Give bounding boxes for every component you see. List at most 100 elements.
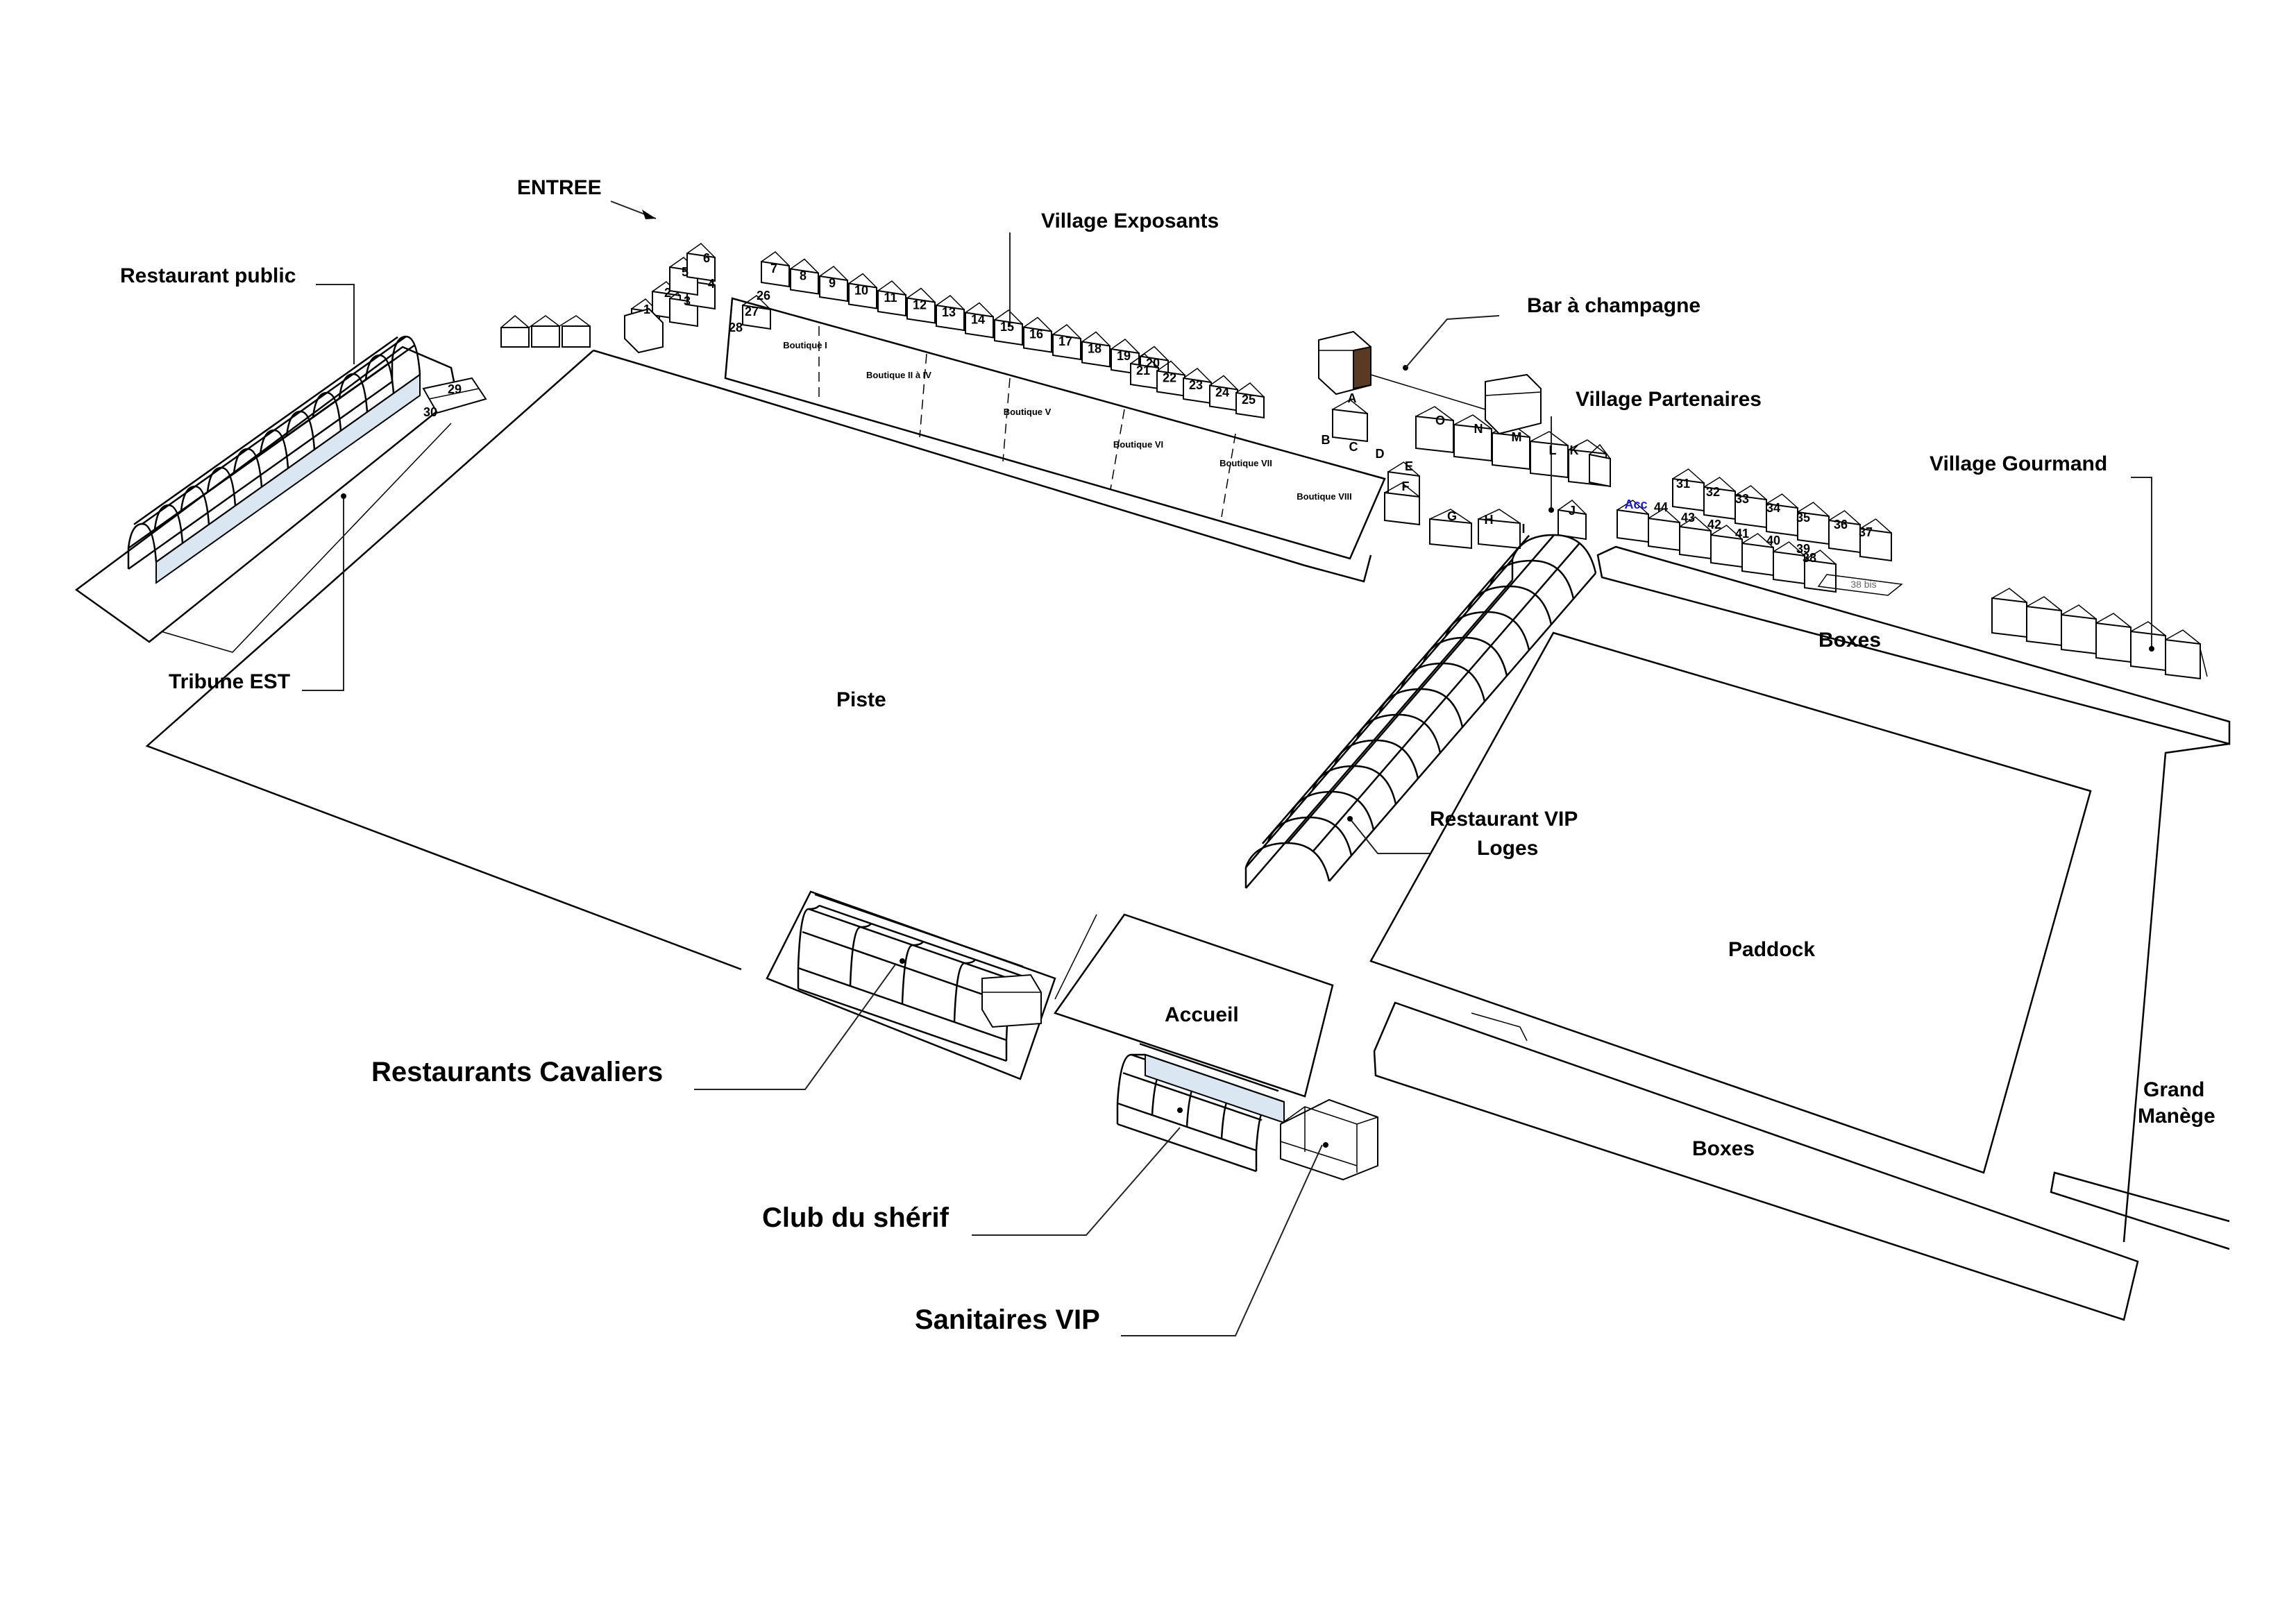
- stand-number: I: [1521, 522, 1525, 536]
- booth: [742, 295, 771, 330]
- village-partenaires-label: Village Partenaires: [1576, 388, 1762, 411]
- booth: [1672, 468, 1705, 512]
- stand-number: 29: [448, 382, 462, 396]
- boutique-label: Boutique VIII: [1297, 491, 1351, 502]
- stand-number: L: [1549, 443, 1557, 457]
- stand-number: 2: [664, 286, 671, 300]
- village-gourmand-label: Village Gourmand: [1930, 452, 2107, 475]
- restaurant-vip-label: Restaurant VIP: [1430, 808, 1578, 831]
- booth: [906, 287, 936, 324]
- club-sherif-label: Club du shérif: [762, 1203, 949, 1233]
- stand-number: 33: [1735, 492, 1749, 506]
- stand-number: 32: [1706, 485, 1720, 499]
- stand-number: 8: [800, 269, 807, 283]
- restaurant-public-label: Restaurant public: [120, 264, 296, 287]
- stand-number: 38: [1803, 551, 1816, 565]
- exposant-booths: [761, 251, 1265, 419]
- stand-number: 3: [684, 294, 691, 308]
- stand-number: 12: [913, 298, 927, 312]
- stand-number: 10: [854, 284, 868, 298]
- stand-number: E: [1405, 459, 1413, 473]
- booth: [965, 302, 994, 339]
- stand-number: 22: [1163, 371, 1176, 385]
- booth: [994, 309, 1023, 346]
- stand-number: Acc: [1624, 498, 1647, 511]
- misc-booths: [422, 295, 771, 414]
- tribune-est-label: Tribune EST: [169, 670, 290, 693]
- stand-number: 1: [643, 303, 650, 316]
- gourmand-booths: [1617, 468, 1903, 596]
- booth: [848, 273, 877, 309]
- restaurants-cavaliers-label: Restaurants Cavaliers: [371, 1057, 663, 1087]
- booth: [1589, 443, 1611, 488]
- stand-number: K: [1570, 443, 1579, 457]
- paddock-label: Paddock: [1728, 938, 1815, 961]
- stand-number: 35: [1796, 511, 1810, 525]
- stand-number: 5: [682, 265, 689, 279]
- booth: [1478, 509, 1521, 550]
- stand-number: 4: [708, 277, 715, 291]
- booth: [1453, 414, 1492, 462]
- stand-number: 16: [1029, 328, 1043, 341]
- stand-number: O: [1435, 414, 1445, 427]
- booth: [1804, 550, 1837, 593]
- stand-number: 21: [1136, 364, 1150, 377]
- village-exposants-label: Village Exposants: [1041, 210, 1219, 232]
- stand-number: 28: [729, 321, 743, 334]
- bar-champagne-label: Bar à champagne: [1527, 294, 1700, 317]
- boxes-bottom-area: [1373, 1001, 2139, 1321]
- booth: [1052, 324, 1081, 361]
- sanitaires-vip-label: Sanitaires VIP: [915, 1305, 1100, 1335]
- loges-label: Loges: [1477, 837, 1538, 860]
- booth: [819, 266, 848, 303]
- stand-number: 42: [1707, 518, 1721, 532]
- booth: [2165, 629, 2201, 680]
- stand-number: 7: [770, 262, 777, 275]
- bar-champagne-kiosks: [1318, 330, 1542, 435]
- boutique-block: [724, 297, 1386, 560]
- tribune-sheds: [500, 315, 591, 348]
- stand-number: 18: [1088, 342, 1101, 356]
- accueil-area: [1054, 913, 1334, 1098]
- stand-number: 26: [757, 289, 770, 303]
- stand-number: 27: [745, 305, 759, 318]
- booth: [936, 295, 965, 332]
- boutique-label: Boutique I: [783, 340, 827, 350]
- booth: [686, 243, 716, 282]
- booth: [1991, 588, 2027, 638]
- stand-number: 44: [1654, 500, 1668, 514]
- booth: [2095, 613, 2132, 663]
- boxes-top-label: Boxes: [1818, 629, 1881, 652]
- stand-number: 13: [942, 305, 956, 319]
- stand-number: C: [1349, 440, 1358, 454]
- stand-number: 36: [1834, 518, 1848, 532]
- booth: [877, 280, 906, 317]
- stand-number: 11: [884, 291, 897, 305]
- stand-number: 14: [971, 313, 985, 327]
- stand-number: 6: [703, 251, 710, 265]
- stand-number: 43: [1681, 511, 1695, 525]
- stand-number: 15: [1000, 320, 1014, 334]
- stand-number: M: [1512, 430, 1522, 444]
- booth: [1130, 353, 1159, 390]
- village-gourmand-booths: [1991, 588, 2208, 680]
- stand-number: 25: [1242, 393, 1256, 407]
- boutique-label: Boutique VII: [1219, 458, 1272, 468]
- stand-number: 19: [1117, 349, 1131, 363]
- stand-number: G: [1447, 509, 1457, 523]
- stand-number: 30: [423, 405, 437, 419]
- booth: [1081, 331, 1111, 368]
- stand-number: N: [1474, 422, 1483, 436]
- booth: [1332, 399, 1368, 443]
- stand-number: 20: [1146, 357, 1160, 371]
- restaurant-vip-tent: [1244, 534, 1597, 889]
- boxes-top-area: [1596, 545, 2231, 1243]
- booth: [790, 258, 819, 295]
- stand-labels: 1234567891011121314151617181920212223242…: [423, 251, 1877, 590]
- stand-number: J: [1569, 504, 1576, 518]
- stand-number: 31: [1676, 477, 1690, 491]
- restaurant-public-tent: [127, 335, 421, 584]
- club-sherif-tent: [1116, 1043, 1285, 1173]
- booth: [1766, 493, 1798, 537]
